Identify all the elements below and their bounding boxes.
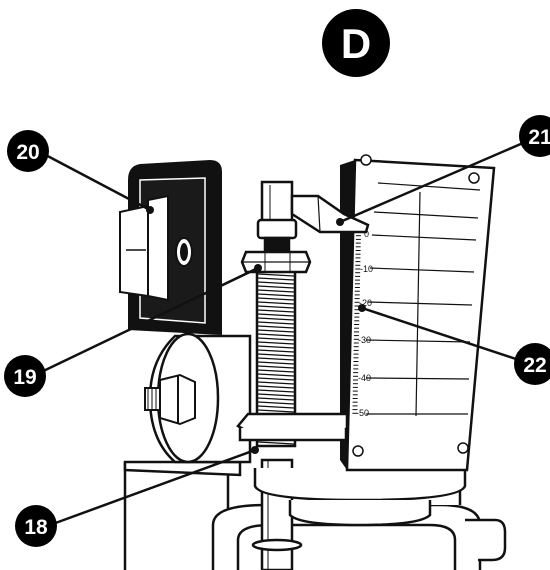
callout-19: 19 [4, 355, 46, 397]
thread-line [257, 277, 295, 281]
leader-lines [34, 138, 531, 527]
thread-line [257, 305, 295, 309]
thread-line [257, 297, 295, 301]
callout-18: 18 [15, 505, 57, 547]
thread-line [257, 353, 295, 357]
thread-line [257, 317, 295, 321]
thread-line [257, 341, 295, 345]
leader-19 [34, 266, 259, 377]
thread-line [257, 385, 295, 389]
thread-line [257, 441, 295, 445]
scale-tick-40: -40 [358, 373, 371, 383]
thread-line [257, 381, 295, 385]
thread-line [257, 377, 295, 381]
leader-18 [49, 448, 256, 527]
switch-box [119, 160, 222, 335]
thread-line [257, 301, 295, 305]
leader-dots [146, 206, 366, 454]
thread-line [257, 273, 295, 277]
thread-line [257, 397, 295, 401]
depth-pointer [290, 194, 370, 234]
thread-line [257, 389, 295, 393]
thread-line [257, 365, 295, 369]
thread-line [257, 361, 295, 365]
collar-ring [253, 468, 467, 527]
thread-line [257, 349, 295, 353]
callout-19-label: 19 [13, 366, 36, 389]
thread-line [257, 313, 295, 317]
callout-20-label: 20 [16, 141, 39, 164]
lock-nuts [240, 250, 312, 274]
thread-line [257, 337, 295, 341]
thread-line [257, 333, 295, 337]
thread-line [257, 325, 295, 329]
thread-line [257, 309, 295, 313]
thread-line [257, 373, 295, 377]
thread-line [257, 293, 295, 297]
scale-tick-0: 0 [364, 229, 369, 239]
scale-tick-30: -30 [358, 335, 371, 345]
panel-letter: D [341, 20, 371, 67]
thread-line [257, 321, 295, 325]
thread-line [257, 285, 295, 289]
leader-21 [339, 138, 531, 224]
scale-tick-20: -20 [359, 298, 372, 308]
hex-bolt [144, 373, 196, 426]
thread-line [257, 345, 295, 349]
thread-line [257, 405, 295, 409]
callout-21: 21 [519, 115, 550, 157]
thread-line [257, 369, 295, 373]
callout-22: 22 [514, 343, 550, 385]
thread-line [257, 393, 295, 397]
callout-21-label: 21 [528, 126, 550, 149]
rod-top-cap [256, 180, 298, 254]
scale-tick-10: -10 [360, 264, 373, 274]
callout-22-label: 22 [523, 354, 546, 377]
base-plate [236, 412, 349, 442]
leader-20 [39, 150, 151, 212]
thread-line [257, 289, 295, 293]
callout-20: 20 [7, 130, 49, 172]
thread-line [257, 401, 295, 405]
scale-plate: 0 -10 -20 -30 -40 -50 [340, 154, 496, 472]
thread-line [257, 329, 295, 333]
panel-badge: D [322, 9, 390, 77]
thread-line [257, 357, 295, 361]
leader-22 [361, 306, 526, 364]
thread-line [257, 409, 295, 413]
thread-line [257, 281, 295, 285]
scale-tick-50: -50 [356, 408, 369, 418]
callout-18-label: 18 [24, 516, 48, 539]
